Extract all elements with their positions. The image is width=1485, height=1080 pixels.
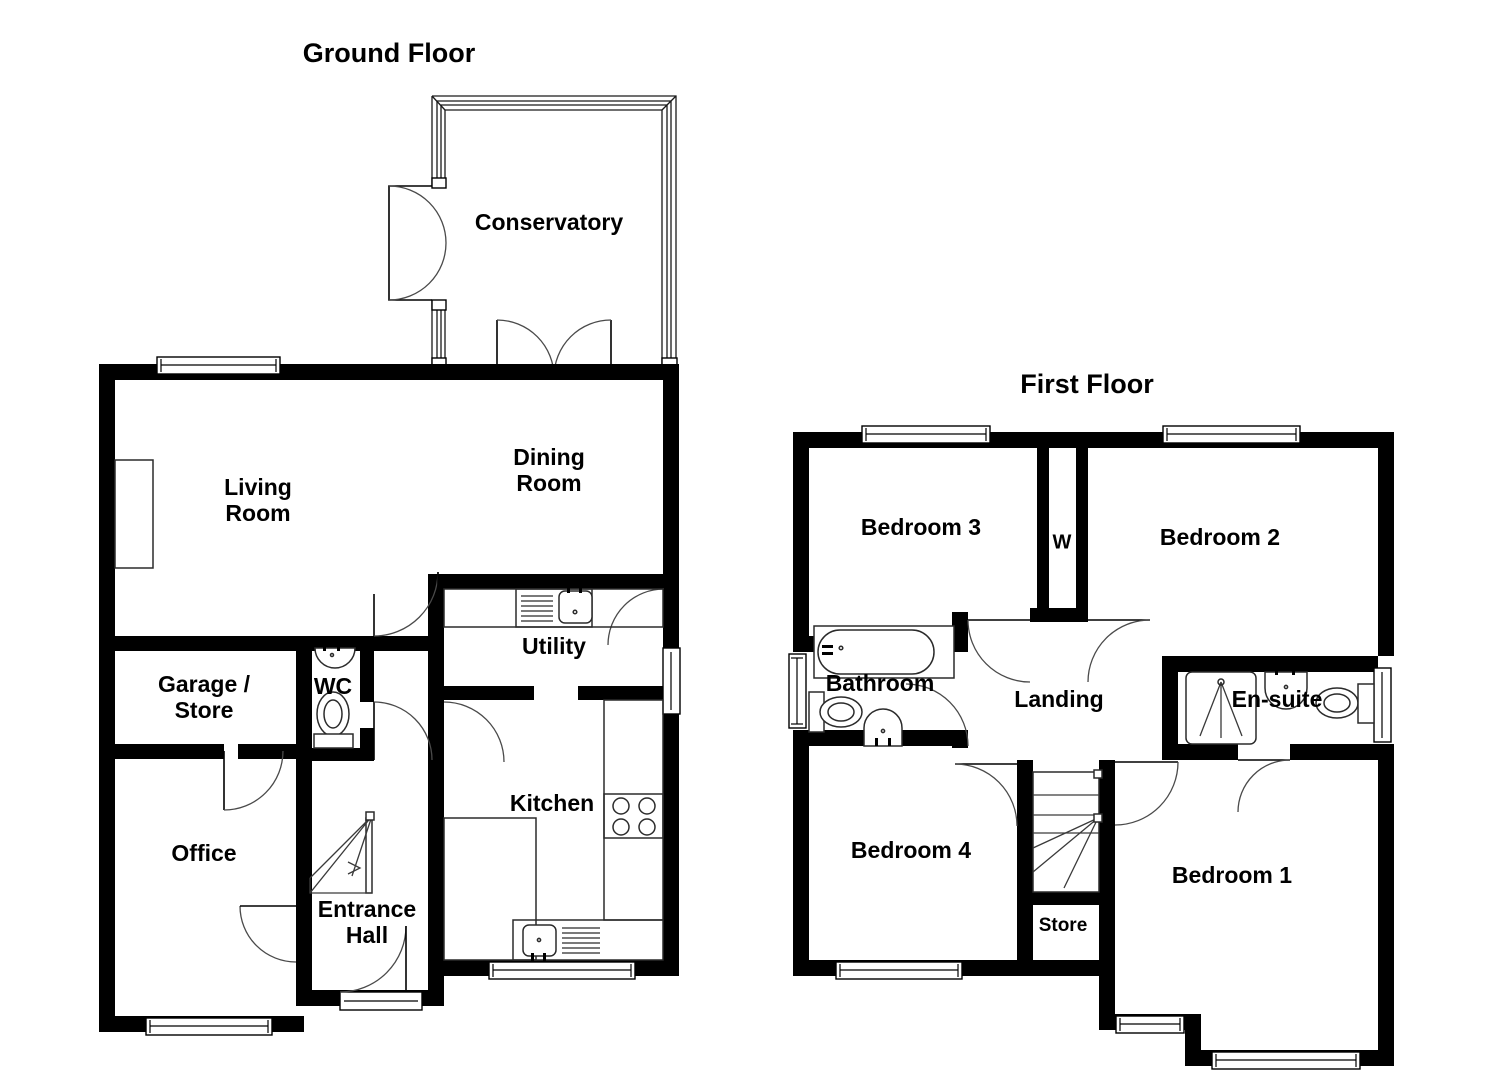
- room-label-office: Office: [171, 840, 236, 866]
- kitchen-hob-icon: [603, 793, 664, 839]
- kitchen-base-units-left: [443, 817, 537, 961]
- room-label-bedroom-3: Bedroom 3: [861, 514, 981, 540]
- room-label-living-room-line1: Living: [224, 474, 292, 500]
- room-label-entrance-hall-line2: Hall: [346, 922, 388, 948]
- kitchen-drainer-icon: [562, 927, 600, 954]
- first-floor-group: First Floor: [788, 369, 1394, 1070]
- room-label-garage-store-line2: Store: [175, 697, 234, 723]
- room-label-kitchen: Kitchen: [510, 790, 594, 816]
- room-label-landing: Landing: [1014, 686, 1103, 712]
- room-label-living-room-line2: Room: [225, 500, 290, 526]
- conservatory-structure: [388, 95, 678, 378]
- room-label-wardrobe: W: [1053, 531, 1072, 553]
- wc-basin-icon: [314, 643, 356, 669]
- staircase-ground-icon: [309, 811, 375, 894]
- utility-drainer-icon: [521, 595, 553, 622]
- shower-cubicle-icon: [1185, 671, 1257, 745]
- room-label-en-suite: En-suite: [1232, 686, 1323, 712]
- room-label-wc: WC: [314, 673, 352, 699]
- first-floor-title: First Floor: [1020, 369, 1154, 399]
- room-label-utility: Utility: [522, 633, 586, 659]
- bathroom-toilet-icon: [808, 691, 863, 733]
- room-label-garage-store-line1: Garage /: [158, 671, 251, 697]
- bathroom-basin-icon: [863, 708, 903, 747]
- kitchen-sink-icon: [522, 924, 557, 962]
- ground-floor-fixtures: [114, 459, 664, 962]
- wc-toilet-icon: [313, 691, 354, 749]
- bath-icon: [813, 625, 955, 679]
- first-floor-doors: [905, 619, 1291, 827]
- room-label-dining-room-line2: Room: [516, 470, 581, 496]
- room-label-bedroom-1: Bedroom 1: [1172, 862, 1292, 888]
- room-label-bedroom-2: Bedroom 2: [1160, 524, 1280, 550]
- first-floor-windows: [788, 425, 1392, 1070]
- ground-floor-doors: [223, 571, 665, 993]
- utility-sink-icon: [558, 585, 593, 624]
- fireplace-icon: [114, 459, 154, 569]
- ground-floor-windows: [145, 356, 681, 1036]
- kitchen-worktop: [512, 919, 664, 961]
- room-label-bathroom: Bathroom: [826, 670, 935, 696]
- ground-floor-title: Ground Floor: [303, 38, 476, 68]
- staircase-first-icon: [1032, 769, 1103, 893]
- ground-floor-group: Ground Floor: [99, 38, 681, 1036]
- room-label-entrance-hall-line1: Entrance: [318, 896, 416, 922]
- ground-floor-labels: Conservatory Living Room Dining Room Uti…: [158, 209, 623, 948]
- first-floor-fixtures: [808, 625, 1375, 893]
- ensuite-toilet-icon: [1315, 683, 1375, 724]
- room-label-bedroom-4: Bedroom 4: [851, 837, 971, 863]
- ensuite-basin-icon: [1264, 667, 1308, 710]
- first-floor-labels: Bedroom 3 W Bedroom 2 Bathroom Landing E…: [826, 514, 1323, 936]
- room-label-conservatory: Conservatory: [475, 209, 623, 235]
- room-label-store: Store: [1039, 915, 1088, 936]
- room-label-dining-room-line1: Dining: [513, 444, 585, 470]
